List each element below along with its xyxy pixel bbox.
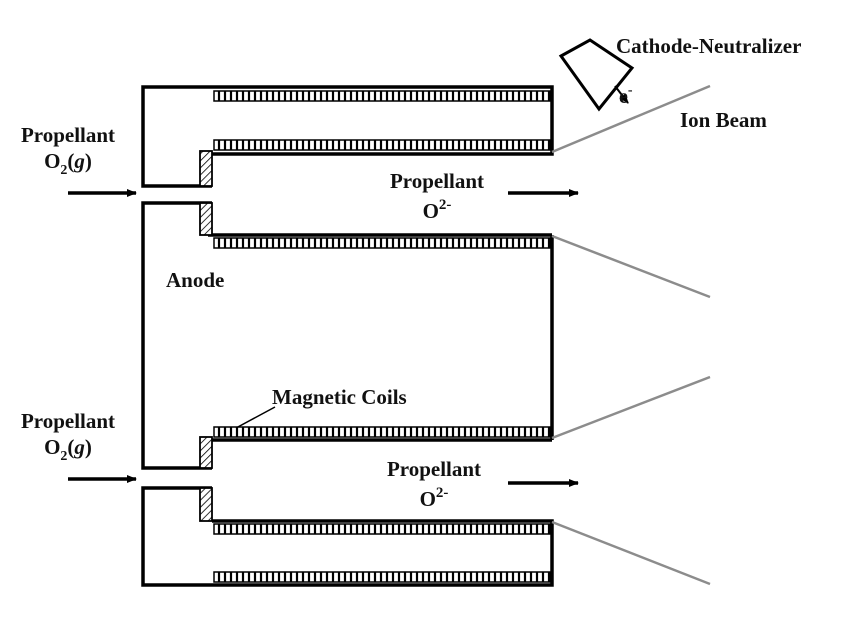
lower-thruster-wall bbox=[141, 486, 554, 587]
ion-beam-lines bbox=[551, 84, 711, 586]
magnetic-coil-lower-channel-top bbox=[213, 523, 551, 535]
cathode-neutralizer bbox=[558, 38, 635, 112]
electron-symbol: e bbox=[619, 86, 628, 108]
propellant-exhaust-lower-label: Propellant bbox=[387, 457, 481, 481]
upper-thruster bbox=[141, 85, 554, 470]
electron-label: e- bbox=[619, 83, 633, 108]
cathode-shape bbox=[558, 38, 635, 112]
upper-thruster-outer-wall bbox=[141, 85, 554, 188]
propellant-inlet-upper-label: Propellant bbox=[21, 123, 115, 147]
oxide-lower-label: O2- bbox=[420, 485, 449, 511]
upper-thruster-inner-wall bbox=[141, 201, 212, 470]
magnetic-coil-upper-channel-top bbox=[213, 139, 551, 151]
oxide-upper-label: O2- bbox=[423, 197, 452, 223]
anode-lower-bottom bbox=[199, 487, 213, 522]
anode-lower-top bbox=[199, 436, 213, 469]
magnetic-coil-upper-inner-bottom bbox=[213, 426, 551, 438]
o2-gas-upper-label: O2(g) bbox=[44, 149, 92, 178]
magnetic-coil-lower-outer bbox=[213, 571, 551, 583]
flow-arrows bbox=[68, 189, 579, 487]
electron-arrow bbox=[614, 85, 629, 104]
o2-gas-lower-label: O2(g) bbox=[44, 435, 92, 464]
cathode-label: Cathode-Neutralizer bbox=[616, 34, 801, 58]
anode-label: Anode bbox=[166, 268, 224, 292]
propellant-inlet-lower-label: Propellant bbox=[21, 409, 115, 433]
ion-beam-label: Ion Beam bbox=[680, 108, 767, 132]
magnetic-coils-label: Magnetic Coils bbox=[272, 385, 407, 409]
lower-thruster bbox=[141, 436, 554, 587]
anode-upper-bottom bbox=[199, 202, 213, 236]
propellant-exhaust-upper-label: Propellant bbox=[390, 169, 484, 193]
magnetic-coils-leader bbox=[235, 406, 276, 429]
magnetic-coil-upper-outer bbox=[213, 90, 551, 102]
magnetic-coil-upper-channel-bottom bbox=[213, 237, 551, 249]
electron-charge: - bbox=[628, 83, 633, 98]
anode-upper-top bbox=[199, 150, 213, 187]
